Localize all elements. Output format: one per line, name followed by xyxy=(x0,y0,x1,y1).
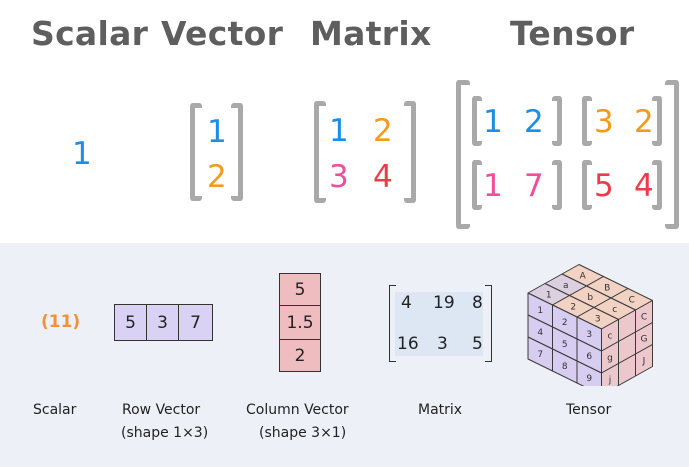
cube-front-label: 7 xyxy=(537,350,543,360)
cube-front-label: 4 xyxy=(537,328,543,338)
bottom-matrix-r1c3: 8 xyxy=(472,293,483,313)
heading-vector: Vector xyxy=(161,14,284,53)
tensor-value-b2-1: 3 xyxy=(594,104,614,140)
tensor-value-b4-1: 5 xyxy=(594,168,614,204)
label-row-vector-shape: (shape 1×3) xyxy=(121,425,209,441)
row-vector-cell-1: 5 xyxy=(114,304,147,341)
label-row-vector: Row Vector xyxy=(122,402,201,418)
bottom-scalar-value: (11) xyxy=(41,312,81,332)
tensor-block-4-left-bracket xyxy=(582,160,592,210)
cube-front-label: 6 xyxy=(586,352,592,362)
cube-front-label: 5 xyxy=(562,340,568,350)
column-vector-cell-3: 2 xyxy=(279,339,321,372)
vector-right-bracket xyxy=(231,103,243,201)
tensor-block-3-right-bracket xyxy=(552,160,562,210)
tensor-value-b3-2: 7 xyxy=(524,168,544,204)
cube-top-label: a xyxy=(563,281,569,291)
heading-matrix: Matrix xyxy=(310,14,432,53)
matrix-right-bracket xyxy=(404,101,416,203)
label-scalar: Scalar xyxy=(33,402,77,418)
heading-scalar: Scalar xyxy=(31,14,149,53)
cube-top-label: b xyxy=(587,293,593,303)
vector-left-bracket xyxy=(190,103,202,201)
tensor-outer-left-bracket xyxy=(456,80,470,229)
tensor-value-b1-2: 2 xyxy=(524,104,544,140)
cube-front-label: 8 xyxy=(562,362,568,372)
cube-front-label: 3 xyxy=(586,330,592,340)
cube-side-label: J xyxy=(642,356,646,366)
label-column-vector-shape: (shape 3×1) xyxy=(259,425,347,441)
column-vector-cell-1: 5 xyxy=(279,273,321,306)
label-column-vector: Column Vector xyxy=(246,402,349,418)
scalar-value: 1 xyxy=(72,136,92,172)
cube-side-label: g xyxy=(607,353,613,363)
tensor-block-3-left-bracket xyxy=(472,160,482,210)
bottom-matrix-left-bracket xyxy=(389,285,396,362)
cube-side-label: C xyxy=(641,312,647,322)
cube-front-cell xyxy=(576,360,602,386)
row-vector-cell-3: 7 xyxy=(178,304,213,341)
tensor-value-b2-2: 2 xyxy=(634,104,654,140)
cube-front-label: 2 xyxy=(562,318,568,328)
heading-tensor: Tensor xyxy=(510,14,635,53)
tensor-outer-right-bracket xyxy=(665,80,679,229)
matrix-value-r2c1: 3 xyxy=(329,159,349,195)
cube-front-label: 1 xyxy=(537,306,543,316)
label-tensor: Tensor xyxy=(566,402,612,418)
tensor-block-1-left-bracket xyxy=(472,96,482,146)
bottom-matrix-background xyxy=(395,292,483,356)
tensor-block-1-right-bracket xyxy=(552,96,562,146)
cube-top-label: A xyxy=(580,271,587,281)
cube-side-label: j xyxy=(608,375,612,385)
bottom-matrix-r1c1: 4 xyxy=(401,293,412,313)
cube-top-label: 2 xyxy=(570,302,576,312)
cube-top-label: 1 xyxy=(546,290,552,300)
bottom-matrix-right-bracket xyxy=(485,285,492,362)
vector-value-2: 2 xyxy=(207,159,227,195)
tensor-value-b1-1: 1 xyxy=(483,104,503,140)
label-matrix: Matrix xyxy=(418,402,463,418)
vector-value-1: 1 xyxy=(207,114,227,150)
tensor-value-b3-1: 1 xyxy=(483,168,503,204)
cube-front-label: 9 xyxy=(586,374,592,384)
cube-side-label: c xyxy=(608,331,613,341)
tensor-value-b4-2: 4 xyxy=(634,168,654,204)
column-vector-cell-2: 1.5 xyxy=(279,305,321,340)
cube-side-cell xyxy=(635,344,653,377)
bottom-matrix-r2c2: 3 xyxy=(437,334,448,354)
cube-top-label: 3 xyxy=(595,314,601,324)
bottom-matrix-r1c2: 19 xyxy=(433,293,455,313)
cube-top-label: B xyxy=(604,283,610,293)
cube-side-label: G xyxy=(641,334,648,344)
matrix-left-bracket xyxy=(314,101,326,203)
matrix-value-r2c2: 4 xyxy=(373,159,393,195)
matrix-value-r1c2: 2 xyxy=(373,113,393,149)
cube-top-label: C xyxy=(629,295,635,305)
row-vector-cell-2: 3 xyxy=(146,304,179,341)
tensor-block-2-left-bracket xyxy=(582,96,592,146)
cube-top-label: c xyxy=(612,305,617,315)
tensor-block-4-right-bracket xyxy=(652,160,662,210)
bottom-matrix-r2c3: 5 xyxy=(472,334,483,354)
matrix-value-r1c1: 1 xyxy=(329,113,349,149)
bottom-matrix-r2c1: 16 xyxy=(397,334,419,354)
tensor-block-2-right-bracket xyxy=(652,96,662,146)
